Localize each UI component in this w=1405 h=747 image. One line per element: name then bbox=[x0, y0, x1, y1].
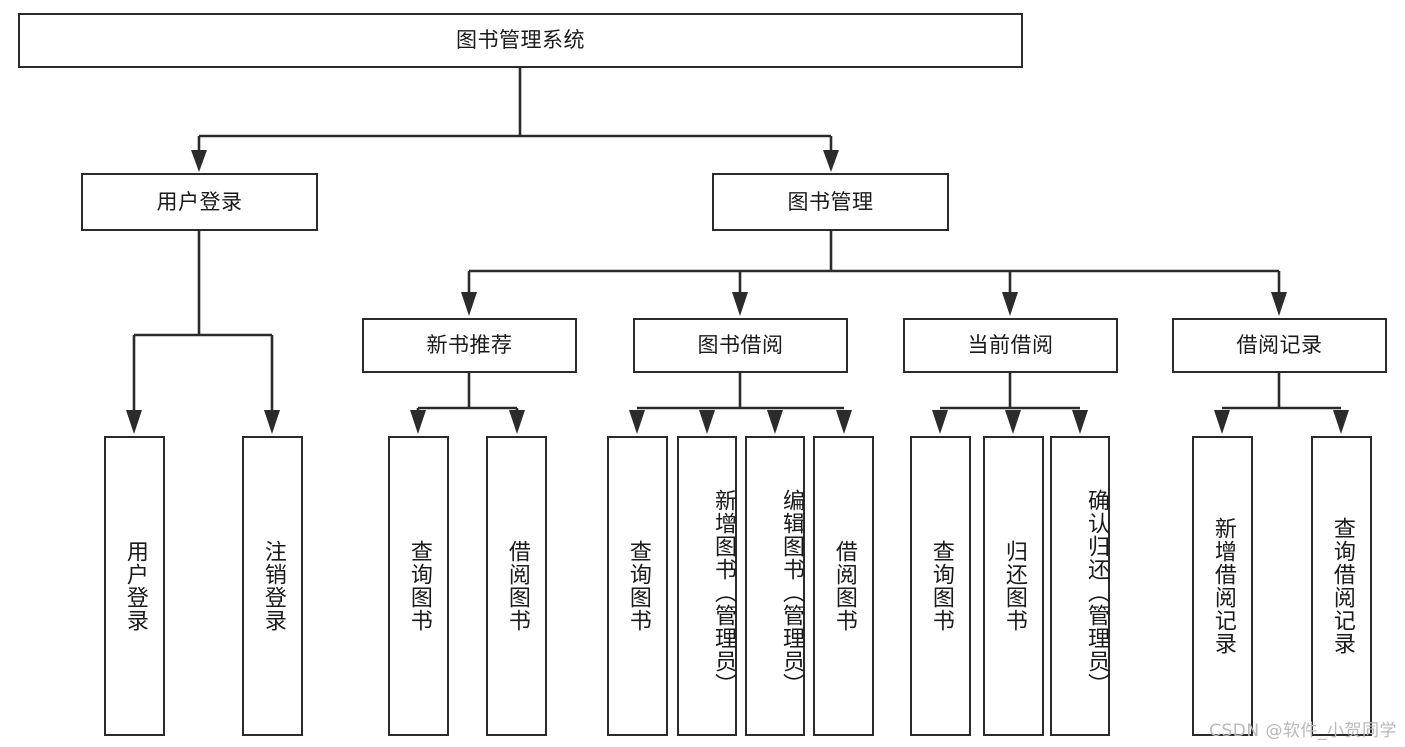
node-borrow-record[interactable]: 借阅记录 bbox=[1172, 318, 1387, 373]
arrow-leaf-query-book-2 bbox=[629, 410, 645, 434]
arrow-leaf-query-book-3 bbox=[932, 410, 948, 434]
node-book-management[interactable]: 图书管理 bbox=[712, 173, 949, 231]
arrow-leaf-query-book-1 bbox=[410, 410, 426, 434]
arrow-leaf-add-record bbox=[1214, 410, 1230, 434]
node-leaf-user-login[interactable]: 用户登录 bbox=[104, 436, 165, 736]
node-leaf-return-book[interactable]: 归还图书 bbox=[983, 436, 1044, 736]
arrow-book-management bbox=[823, 150, 839, 172]
arrow-leaf-edit-book bbox=[767, 410, 783, 434]
arrow-user-login bbox=[191, 150, 207, 172]
node-user-login-label: 用户登录 bbox=[156, 189, 243, 214]
node-leaf-user-login-label: 用户登录 bbox=[122, 540, 148, 632]
arrow-leaf-return-book bbox=[1005, 410, 1021, 434]
node-leaf-confirm-return[interactable]: 确认归还（管理员） bbox=[1050, 436, 1110, 736]
node-leaf-query-book-3-label: 查询图书 bbox=[928, 540, 954, 632]
arrow-leaf-logout bbox=[264, 410, 280, 434]
node-leaf-borrow-book-1[interactable]: 借阅图书 bbox=[486, 436, 547, 736]
node-user-login[interactable]: 用户登录 bbox=[81, 173, 318, 231]
node-root-label: 图书管理系统 bbox=[456, 28, 585, 53]
node-leaf-add-book-label: 新增图书（管理员） bbox=[711, 488, 736, 696]
node-leaf-borrow-book-2[interactable]: 借阅图书 bbox=[813, 436, 874, 736]
arrow-leaf-borrow-book-2 bbox=[836, 410, 852, 434]
node-book-borrow[interactable]: 图书借阅 bbox=[633, 318, 848, 373]
node-book-borrow-label: 图书借阅 bbox=[697, 333, 784, 358]
node-leaf-edit-book[interactable]: 编辑图书（管理员） bbox=[745, 436, 805, 736]
arrow-borrow-record bbox=[1271, 292, 1287, 316]
arrow-leaf-borrow-book-1 bbox=[509, 410, 525, 434]
node-leaf-add-record[interactable]: 新增借阅记录 bbox=[1192, 436, 1253, 736]
node-leaf-logout[interactable]: 注销登录 bbox=[242, 436, 303, 736]
node-leaf-add-record-label: 新增借阅记录 bbox=[1210, 517, 1236, 655]
node-current-borrow[interactable]: 当前借阅 bbox=[903, 318, 1118, 373]
node-leaf-query-book-2[interactable]: 查询图书 bbox=[607, 436, 668, 736]
node-leaf-borrow-book-2-label: 借阅图书 bbox=[831, 540, 857, 632]
node-leaf-return-book-label: 归还图书 bbox=[1001, 540, 1027, 632]
node-leaf-borrow-book-1-label: 借阅图书 bbox=[504, 540, 530, 632]
node-new-book-recommend[interactable]: 新书推荐 bbox=[362, 318, 577, 373]
node-leaf-query-record[interactable]: 查询借阅记录 bbox=[1311, 436, 1372, 736]
node-leaf-query-book-1[interactable]: 查询图书 bbox=[388, 436, 449, 736]
node-leaf-query-record-label: 查询借阅记录 bbox=[1329, 517, 1355, 655]
node-leaf-confirm-return-label: 确认归还（管理员） bbox=[1084, 488, 1109, 696]
csdn-watermark: CSDN @软件_小贺同学 bbox=[1209, 721, 1397, 741]
node-borrow-record-label: 借阅记录 bbox=[1236, 333, 1323, 358]
arrow-new-book-recommend bbox=[461, 292, 477, 316]
node-leaf-edit-book-label: 编辑图书（管理员） bbox=[779, 488, 804, 696]
arrow-current-borrow bbox=[1002, 292, 1018, 316]
arrow-leaf-add-book bbox=[699, 410, 715, 434]
node-book-management-label: 图书管理 bbox=[787, 189, 874, 214]
arrow-book-borrow bbox=[732, 292, 748, 316]
arrow-leaf-confirm-return bbox=[1072, 410, 1088, 434]
arrow-leaf-user-login bbox=[126, 410, 142, 434]
node-new-book-recommend-label: 新书推荐 bbox=[426, 333, 513, 358]
node-leaf-logout-label: 注销登录 bbox=[260, 540, 286, 632]
node-leaf-query-book-2-label: 查询图书 bbox=[625, 540, 651, 632]
node-leaf-query-book-3[interactable]: 查询图书 bbox=[910, 436, 971, 736]
node-current-borrow-label: 当前借阅 bbox=[967, 333, 1054, 358]
node-leaf-query-book-1-label: 查询图书 bbox=[406, 540, 432, 632]
node-root[interactable]: 图书管理系统 bbox=[18, 13, 1023, 68]
arrow-leaf-query-record bbox=[1333, 410, 1349, 434]
node-leaf-add-book[interactable]: 新增图书（管理员） bbox=[677, 436, 737, 736]
